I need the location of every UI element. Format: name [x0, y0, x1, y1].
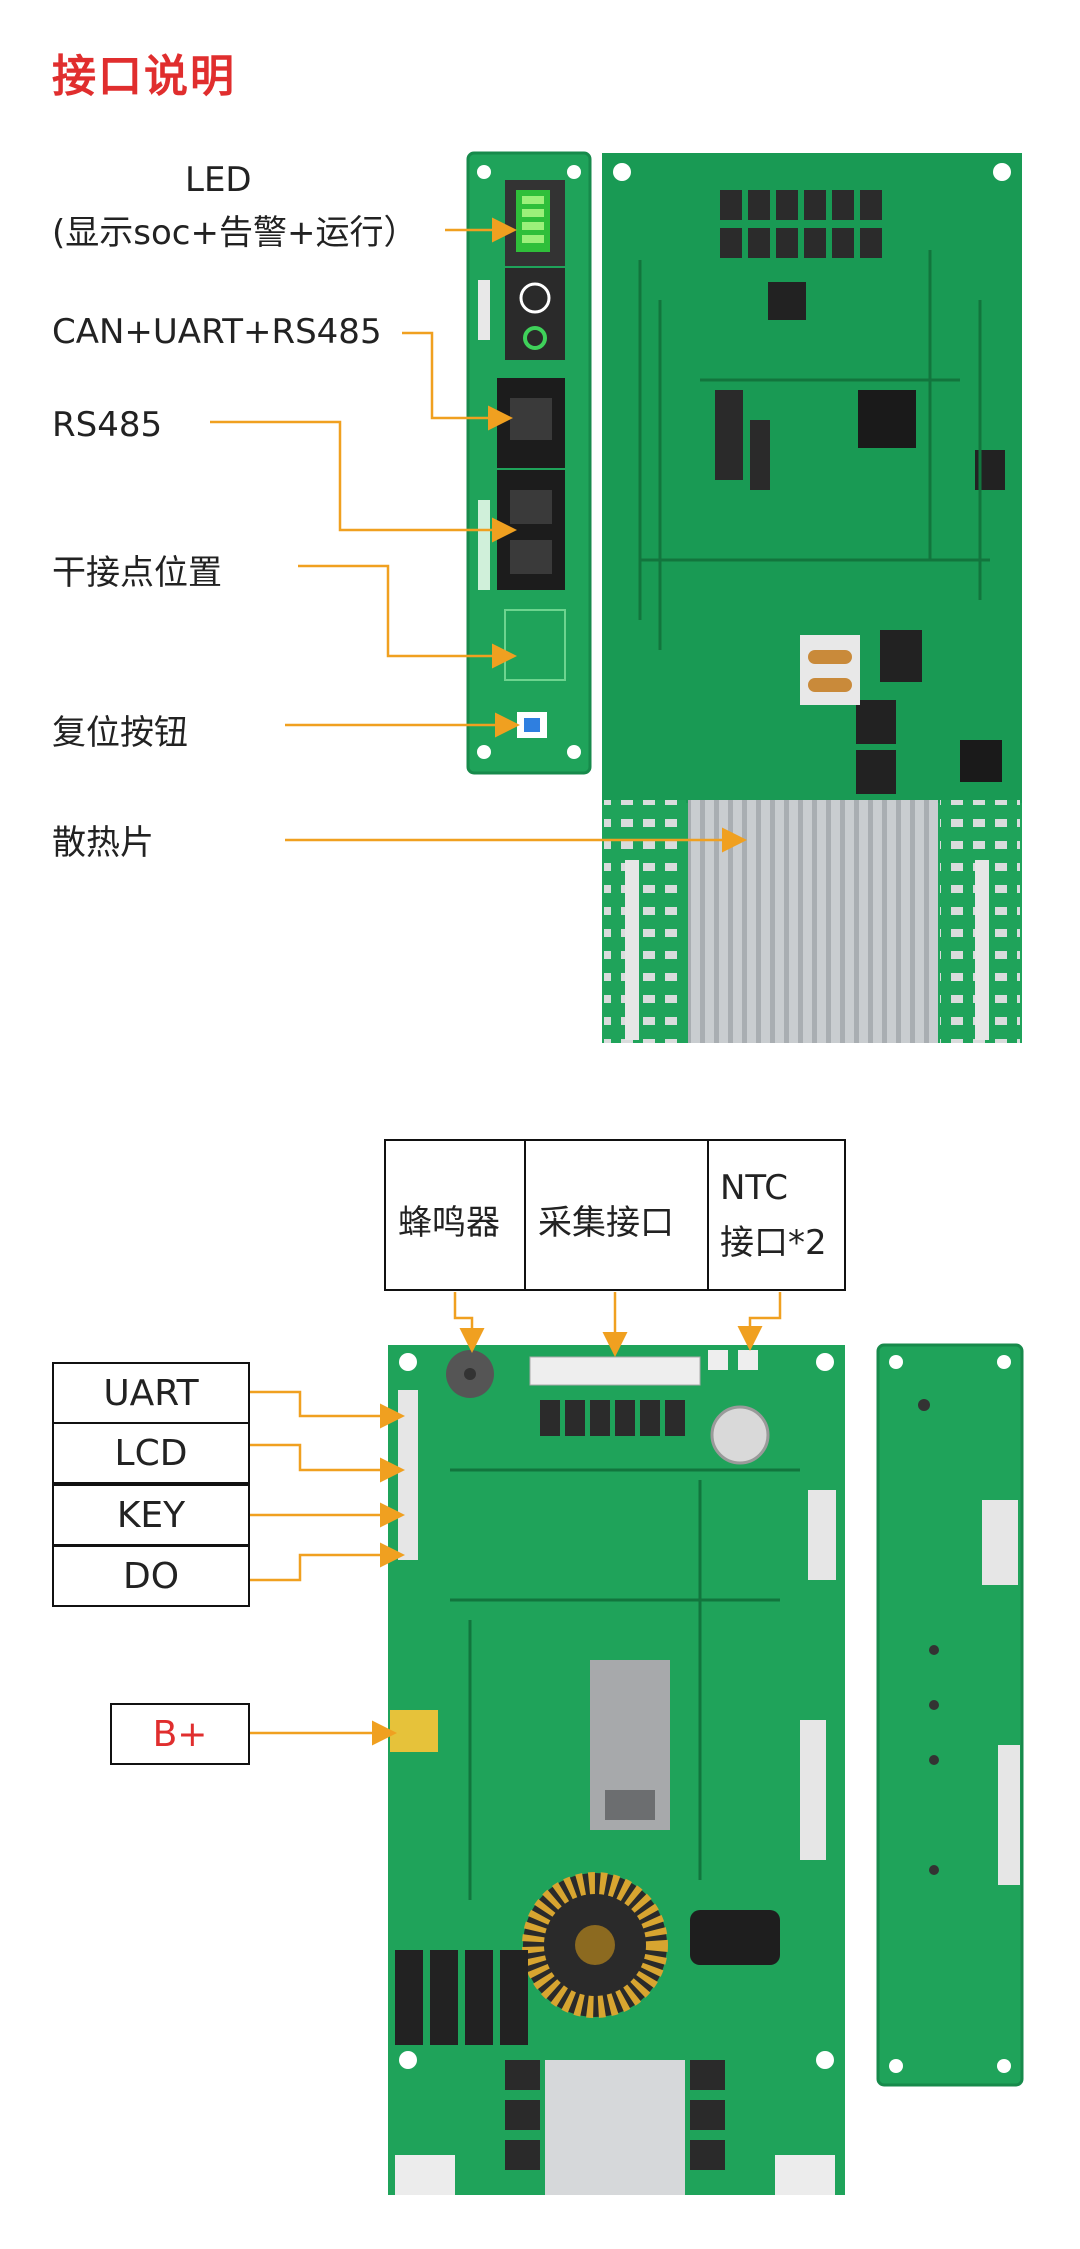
rs485-label: RS485 [52, 405, 163, 445]
bottom-callout-arrows [250, 1292, 782, 1746]
led-label: LED [185, 160, 252, 200]
side-board-bottom [876, 1343, 1024, 2087]
dry-contact-label: 干接点位置 [52, 553, 222, 593]
buzzer-label: 蜂鸣器 [398, 1203, 500, 1243]
heatsink-label: 散热片 [52, 823, 154, 863]
top-callout-arrows [210, 217, 747, 853]
bplus-box: B+ [110, 1703, 250, 1765]
main-board-bottom [388, 1345, 845, 2195]
do-box: DO [52, 1545, 250, 1607]
top-boxes-frame [384, 1139, 846, 1291]
reset-button-label: 复位按钮 [52, 713, 188, 753]
side-board-top [466, 151, 592, 775]
ntc-label: NTC [720, 1168, 788, 1208]
collect-interface-label: 采集接口 [538, 1203, 674, 1243]
can-uart-rs485-label: CAN+UART+RS485 [52, 312, 382, 352]
page-title: 接口说明 [52, 51, 236, 102]
lcd-box: LCD [52, 1422, 250, 1484]
uart-box: UART [52, 1362, 250, 1424]
key-box: KEY [52, 1484, 250, 1546]
main-board-top [602, 153, 1022, 1043]
ntc-count-label: 接口*2 [720, 1223, 827, 1263]
led-description: (显示soc+告警+运行） [52, 213, 418, 253]
